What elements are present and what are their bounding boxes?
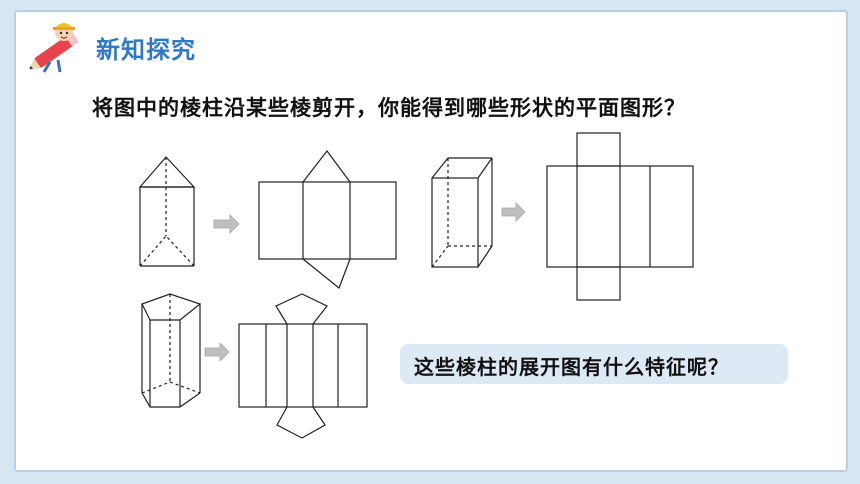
- pentagonal-prism-net: [238, 293, 368, 439]
- section-title: 新知探究: [96, 36, 196, 64]
- triangular-prism-net: [258, 150, 397, 289]
- rectangular-prism-net: [546, 132, 694, 301]
- rectangular-prism-solid: [431, 157, 493, 268]
- question-text: 将图中的棱柱沿某些棱剪开，你能得到哪些形状的平面图形？: [92, 96, 686, 120]
- arrow-icon: [204, 342, 230, 362]
- triangular-prism-solid: [138, 156, 196, 267]
- arrow-icon: [213, 214, 240, 234]
- pencil-mascot-icon: [29, 23, 79, 73]
- callout-question: 这些棱柱的展开图有什么特征呢？: [400, 344, 788, 384]
- arrow-icon: [501, 202, 526, 222]
- slide-canvas: [14, 10, 848, 472]
- pentagonal-prism-solid: [141, 293, 202, 408]
